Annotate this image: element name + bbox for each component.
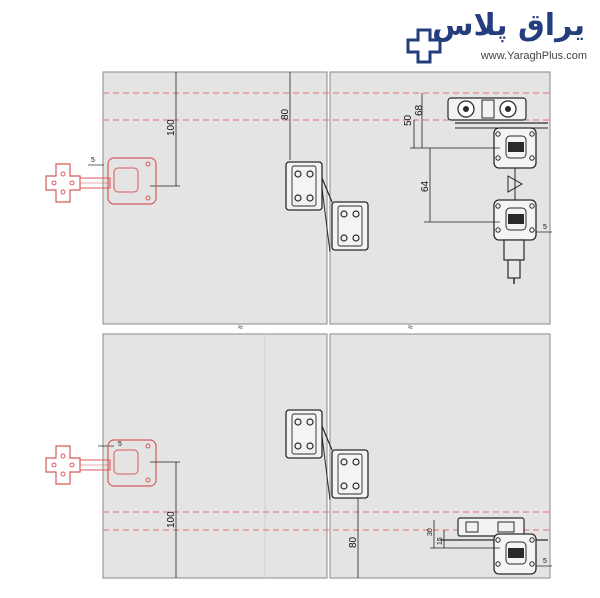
dim-label-80: 80 — [280, 108, 291, 120]
dim-label-64: 64 — [420, 180, 431, 192]
dim-label-100: 100 — [166, 511, 177, 528]
hinge-plate-drawing — [285, 409, 323, 459]
dim-label-100: 100 — [166, 119, 177, 136]
dim-label-5: 5 — [118, 441, 122, 448]
logo-wordmark: یراق پلاس — [432, 8, 586, 43]
roller-hinge-drawing — [493, 127, 537, 169]
dim-label-5: 5 — [543, 558, 547, 565]
brand-logo: یراق پلاس www.YaraghPlus.com — [400, 6, 595, 68]
roller-hinge-drawing — [493, 199, 537, 241]
hinge-plate-drawing — [285, 161, 323, 211]
logo-url: www.YaraghPlus.com — [480, 50, 587, 62]
dim-label-5: 5 — [91, 157, 95, 164]
dim-label-80: 80 — [348, 536, 359, 548]
dim-label-5: 5 — [543, 224, 547, 231]
hinge-plate-drawing — [331, 449, 369, 499]
hinge-plate-drawing — [331, 201, 369, 251]
dim-label-15: 15 — [437, 537, 444, 545]
dim-label-68: 68 — [414, 104, 425, 116]
break-mark: ≈ — [408, 322, 413, 332]
break-mark: ≈ — [238, 322, 243, 332]
plus-icon — [406, 28, 442, 64]
roller-hinge-drawing — [493, 533, 537, 575]
roller-carriage-drawing — [447, 97, 548, 129]
dim-label-50: 50 — [403, 114, 414, 126]
dim-label-30: 30 — [427, 528, 434, 536]
